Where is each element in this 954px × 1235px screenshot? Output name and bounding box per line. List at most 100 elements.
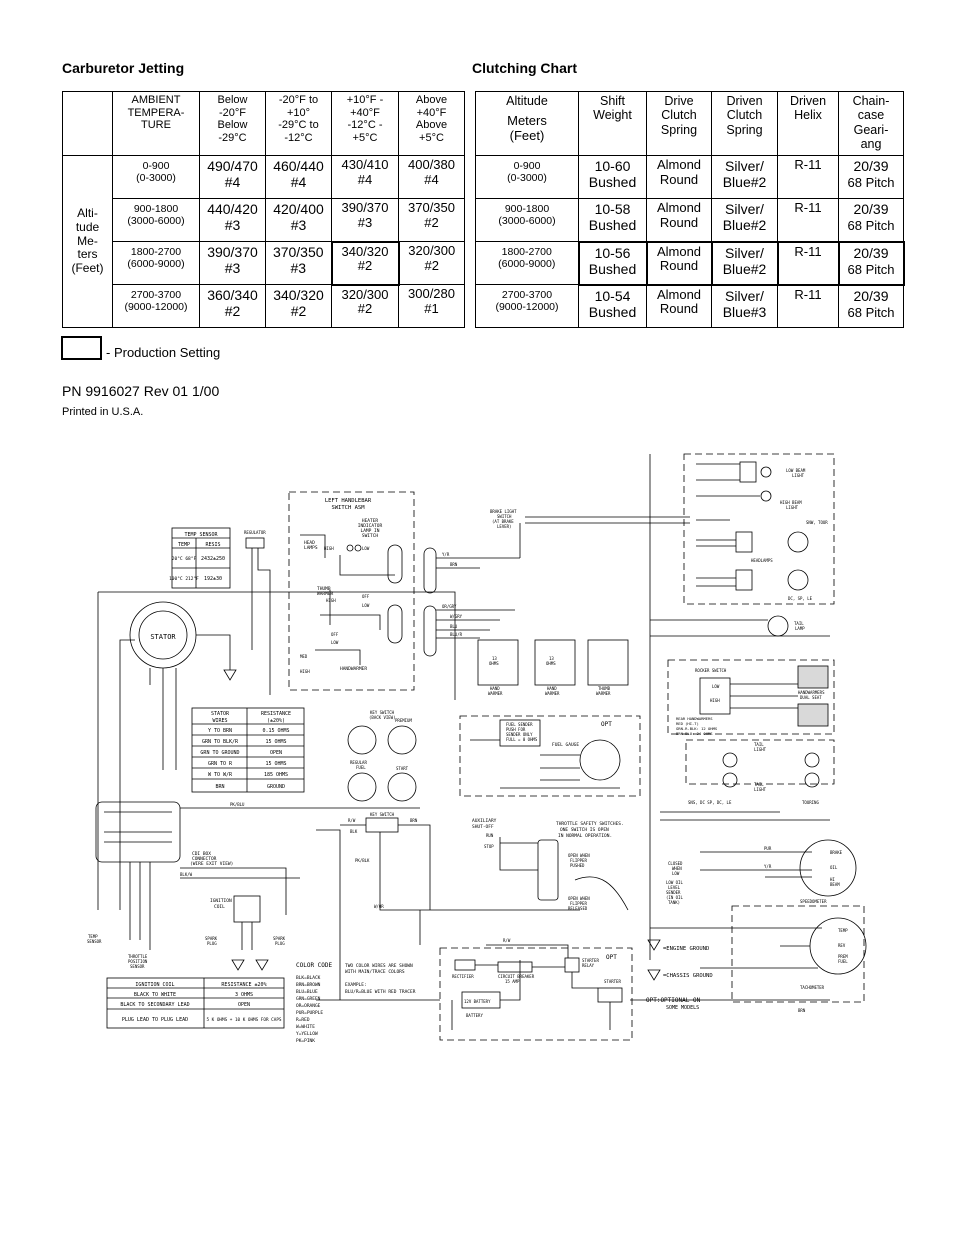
aux-shutoff-label: AUXILIARY: [472, 818, 497, 824]
fuel-sender-label: FUEL SENDER: [506, 722, 533, 727]
color-code-title: COLOR CODE: [296, 962, 333, 969]
stator-table-header: STATOR: [211, 711, 230, 717]
wire-label: W/OR: [374, 904, 384, 909]
jet-cell: 440/420#3: [199, 198, 266, 242]
stator-resistance-table: STATOR WIRES RESISTANCE (±20%) Y TO BRN …: [191, 707, 305, 793]
ohms-label: OHMS: [546, 661, 556, 666]
jet-cell: 390/370#3: [331, 198, 399, 242]
tail-light: [722, 772, 738, 788]
circuit-breaker-label: CIRCUIT BREAKER: [498, 974, 535, 979]
jet-cell: 420/400#3: [265, 198, 332, 242]
starter-relay-label: RELAY: [582, 963, 595, 968]
handwarmers-seat-label: HANDWARMERS: [798, 690, 825, 695]
jet-cell: 370/350#2: [398, 198, 465, 242]
driven-spring-cell-production: Silver/Blue#2: [710, 240, 779, 286]
rocker-handwarmer-group: ROCKER SWITCH LOW HIGH HANDWARMERS DUAL …: [667, 659, 835, 736]
opt-note: OPT:OPTIONAL ON: [646, 997, 701, 1004]
stator-table-cell: 15 OHMS: [265, 739, 286, 745]
jet-cell: 300/280#1: [398, 284, 465, 328]
throttle-sensor-label: THROTTLE: [128, 954, 148, 959]
jet-cell: 340/320#2: [265, 284, 332, 328]
open-released-label: OPEN WHEN: [568, 896, 590, 901]
temp-header: TEMP: [178, 542, 190, 548]
starter-relay: [564, 957, 580, 973]
tail-light: [804, 772, 820, 788]
ohms-label: 13: [492, 656, 497, 661]
key-switch-start: [387, 772, 417, 802]
start-label: START: [396, 766, 409, 771]
table-gap: [464, 198, 476, 242]
circuit-breaker: [497, 961, 533, 973]
clutch-altitude-cell: 1800-2700(6000-9000): [475, 241, 579, 285]
throttle-switches-label: IN NORMAL OPERATION.: [558, 833, 612, 839]
rocker-switch-label: ROCKER SWITCH: [695, 668, 727, 673]
stator-table-cell: 15 OHMS: [265, 761, 286, 767]
temp-sensor-table: TEMP SENSOR TEMP RESIS 20°C 68°F 2432±25…: [169, 527, 231, 589]
closed-low-label: WHEN: [672, 866, 682, 871]
open-released-label: RELEASED: [568, 906, 588, 911]
head-lamps-label: HEAD: [304, 540, 315, 546]
temp-label: TEMP: [838, 928, 848, 933]
color-code-item: W=WHITE: [296, 1024, 315, 1030]
switch-contact: [354, 544, 362, 552]
heater-indicator-label: INDICATOR: [358, 523, 383, 529]
brake-label: BRAKE: [830, 850, 843, 855]
rectifier: [454, 959, 476, 971]
ignition-table-cell: 3 OHMS: [235, 992, 253, 998]
wire-label: BLK: [350, 829, 358, 834]
stator: STATOR: [129, 601, 197, 669]
chassis-ground-label: =CHASSIS GROUND: [663, 973, 713, 979]
regulator: [245, 537, 265, 549]
low-label: LOW: [362, 546, 370, 551]
stator-table-cell: GRN TO GROUND: [200, 750, 239, 756]
color-code-note: TWO COLOR WIRES ARE SHOWN: [345, 963, 413, 969]
temp-sensor-title: TEMP SENSOR: [184, 532, 218, 538]
tail-light: [722, 752, 738, 768]
hand-warmer-resistors: 13 OHMS 13 OHMS HAND WARMER HAND WARMER …: [477, 639, 629, 696]
rectifier-label: RECTIFIER: [452, 974, 474, 979]
spark-plug-label: SPARK: [273, 936, 286, 941]
color-code-item: BRN=BROWN: [296, 982, 321, 988]
wire-label: Y/R: [764, 864, 772, 869]
color-code-example: BLU/R=BLUE WITH RED TRACER: [345, 989, 416, 995]
altitude-cell: 1800-2700(6000-9000): [112, 241, 200, 285]
closed-low-label: LOW: [672, 871, 680, 876]
hand-warmer-label: HAND: [490, 686, 500, 691]
key-switch-group: KEY SWITCH (BACK VIEW) REGULAR FUEL PREM…: [347, 710, 417, 802]
ignition-coil-label: COIL: [214, 904, 225, 910]
open-pushed-label: FLIPPER: [570, 858, 587, 863]
jet-cell: 430/410#4: [331, 155, 399, 199]
switch-connector: [387, 604, 403, 644]
temp-value: 100°C 212°F: [169, 576, 199, 582]
open-released-label: FLIPPER: [570, 901, 587, 906]
stator-table-cell: OPEN: [270, 750, 282, 756]
ignition-table-cell: 5 K OHMS + 10 K OHMS FOR CAPS: [206, 1017, 281, 1023]
throttle-switches-label: ONE SWITCH IS OPEN: [560, 827, 609, 833]
rear-handwarmers-label: GRN-R-BLK: 12 OHMS: [676, 726, 718, 731]
brake-light-label: SWITCH: [497, 514, 512, 519]
battery-label: 12V BATTERY: [464, 999, 491, 1004]
jet-cell: 360/340#2: [199, 284, 266, 328]
low-beam-socket: [739, 461, 757, 483]
tachometer-group: TEMP REV PREM FUEL TACHOMETER: [650, 905, 867, 1003]
wire-label: R/W: [503, 938, 511, 943]
hi-beam-label: HI: [830, 877, 835, 882]
closed-low-label: CLOSED: [668, 861, 683, 866]
connector: [423, 547, 437, 594]
speedometer-group: CLOSED WHEN LOW LOW OIL LEVEL SENDER (IN…: [666, 839, 857, 905]
models-label: DC, SP, LE: [788, 596, 813, 601]
ignition-coil-table: IGNITION COIL RESISTANCE ±20% BLACK TO W…: [106, 977, 285, 1029]
wire-label: BRN: [798, 1008, 806, 1013]
key-switch-label: (BACK VIEW): [369, 715, 396, 720]
color-code-item: PK=PINK: [296, 1038, 315, 1044]
jet-cell: 370/350#3: [265, 241, 332, 285]
fuel-gauge-option: OPT FUEL SENDER PUSH FOR SENDER ONLY FUL…: [459, 715, 641, 797]
starter-option-box: OPT RECTIFIER CIRCUIT BREAKER 15 AMP STA…: [439, 947, 633, 1041]
table-gap: [464, 284, 476, 328]
production-setting-legend-box: [61, 336, 102, 360]
